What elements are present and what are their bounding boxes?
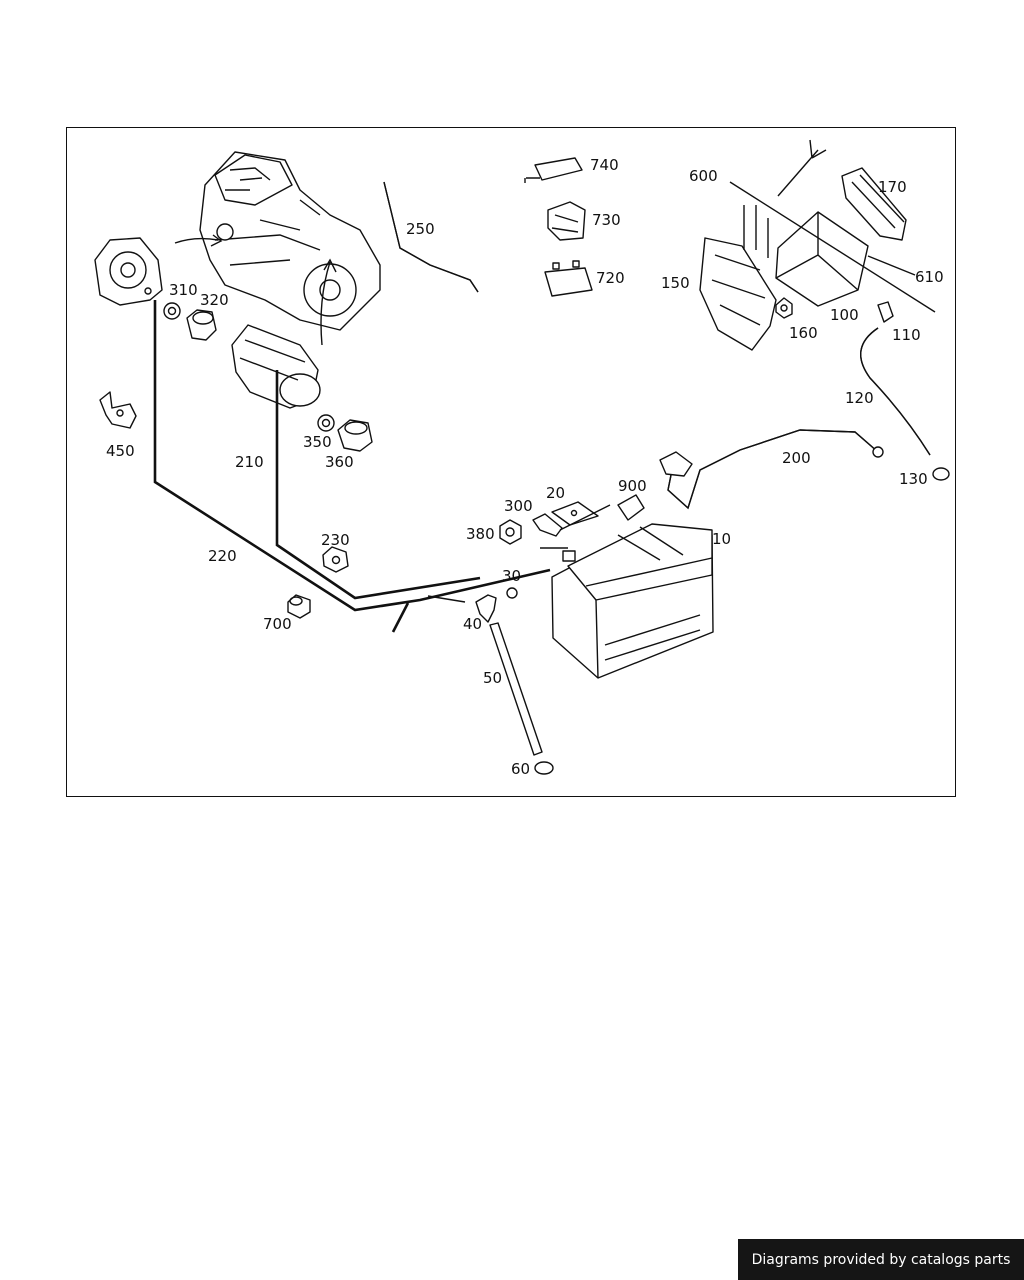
callout-160: 160 xyxy=(789,324,818,342)
callout-320: 320 xyxy=(200,291,229,309)
part-380-nut xyxy=(499,519,522,545)
part-900-cover xyxy=(617,494,645,521)
callout-380: 380 xyxy=(466,525,495,543)
part-100-battery xyxy=(775,211,869,307)
callout-450: 450 xyxy=(106,442,135,460)
part-310-nut xyxy=(163,302,181,320)
callout-310: 310 xyxy=(169,281,198,299)
starter-illustration xyxy=(231,324,321,409)
alternator-illustration xyxy=(94,237,163,306)
callout-120: 120 xyxy=(845,389,874,407)
diagram-frame xyxy=(66,127,956,797)
callout-220: 220 xyxy=(208,547,237,565)
callout-700: 700 xyxy=(263,615,292,633)
callout-110: 110 xyxy=(892,326,921,344)
part-730-bracket xyxy=(547,201,586,241)
callout-20: 20 xyxy=(546,484,565,502)
part-40-terminal xyxy=(475,594,497,623)
callout-720: 720 xyxy=(596,269,625,287)
callout-200: 200 xyxy=(782,449,811,467)
callout-60: 60 xyxy=(511,760,530,778)
part-20-plate xyxy=(551,501,599,526)
credit-text: Diagrams provided by catalogs parts xyxy=(751,1251,1011,1268)
part-200-cable xyxy=(659,429,884,510)
part-360-bushing xyxy=(337,419,373,452)
callout-labels: 10 20 30 40 50 60 100 110 120 130 150 16… xyxy=(106,156,944,778)
callout-100: 100 xyxy=(830,306,859,324)
callout-150: 150 xyxy=(661,274,690,292)
callout-10: 10 xyxy=(712,530,731,548)
part-60-grommet xyxy=(534,761,554,775)
callout-350: 350 xyxy=(303,433,332,451)
callout-30: 30 xyxy=(502,567,521,585)
credit-banner: Diagrams provided by catalogs parts xyxy=(738,1239,1024,1280)
callout-230: 230 xyxy=(321,531,350,549)
callout-170: 170 xyxy=(878,178,907,196)
leader-lines-right xyxy=(729,139,936,313)
callout-610: 610 xyxy=(915,268,944,286)
callout-300: 300 xyxy=(504,497,533,515)
part-50-cable xyxy=(489,622,543,756)
part-300-bolt xyxy=(532,513,563,537)
part-320-bushing xyxy=(186,309,217,341)
part-720-battery-aux xyxy=(544,260,593,297)
part-350-nut xyxy=(317,414,335,432)
callout-730: 730 xyxy=(592,211,621,229)
part-10-battery xyxy=(551,523,714,679)
part-230-clip xyxy=(322,546,349,573)
callout-360: 360 xyxy=(325,453,354,471)
callout-50: 50 xyxy=(483,669,502,687)
callout-900: 900 xyxy=(618,477,647,495)
part-250-ground-strap xyxy=(383,181,479,293)
callout-130: 130 xyxy=(899,470,928,488)
callout-600: 600 xyxy=(689,167,718,185)
callout-210: 210 xyxy=(235,453,264,471)
part-450-bracket xyxy=(99,391,137,429)
part-120-hose xyxy=(860,327,931,456)
part-30-washer xyxy=(506,587,518,599)
part-110-fitting xyxy=(877,301,894,323)
engine-illustration xyxy=(174,151,381,346)
part-700-sleeve xyxy=(287,594,311,619)
part-150-tray xyxy=(699,237,777,351)
part-160-nut xyxy=(775,297,793,319)
callout-740: 740 xyxy=(590,156,619,174)
wiring-harness xyxy=(153,300,551,633)
callout-250: 250 xyxy=(406,220,435,238)
part-130-grommet xyxy=(932,467,950,481)
part-170-cover xyxy=(841,167,907,241)
part-740-module xyxy=(524,157,583,183)
callout-40: 40 xyxy=(463,615,482,633)
